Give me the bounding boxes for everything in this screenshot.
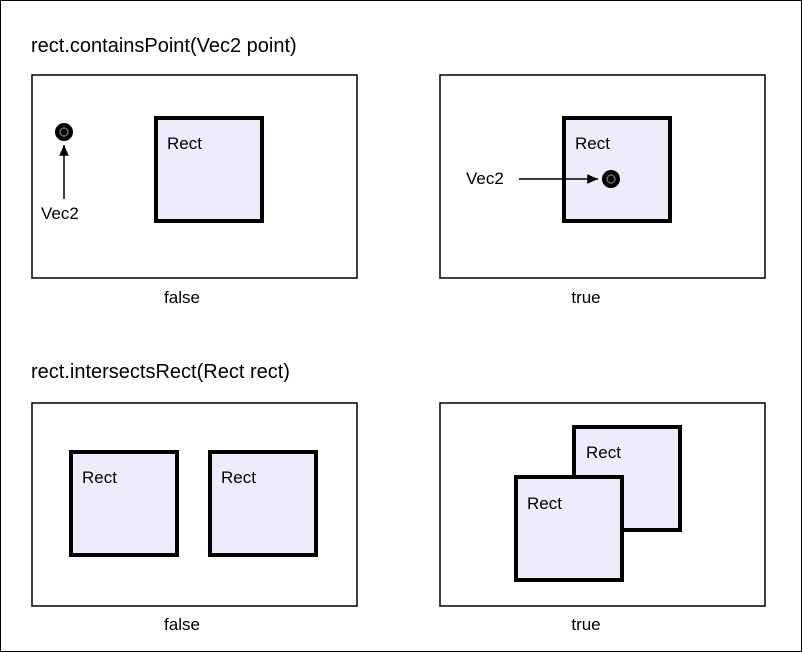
rect-label: Rect <box>221 468 256 487</box>
rect-label: Rect <box>575 134 610 153</box>
rect-label: Rect <box>167 134 202 153</box>
contains-false-panel: Rect Vec2 <box>31 74 358 279</box>
vec2-point <box>602 170 620 188</box>
rect-label: Rect <box>527 494 562 513</box>
rect-shape <box>154 116 264 223</box>
rect-label: Rect <box>586 443 621 462</box>
rect-shape <box>562 116 672 223</box>
intersects-true-caption: true <box>571 615 600 634</box>
intersects-false-panel: Rect Rect <box>31 402 358 607</box>
intersects-false-caption: false <box>164 615 200 634</box>
contains-false-caption: false <box>164 288 200 307</box>
intersects-rect-title: rect.intersectsRect(Rect rect) <box>31 361 290 383</box>
contains-true-caption: true <box>571 288 600 307</box>
vec2-point <box>55 123 73 141</box>
vec2-label: Vec2 <box>41 204 79 223</box>
rect-shape <box>208 450 318 557</box>
rect-shape-front <box>514 475 624 582</box>
contains-point-title: rect.containsPoint(Vec2 point) <box>31 35 297 57</box>
rect-label: Rect <box>82 468 117 487</box>
vec2-label: Vec2 <box>466 169 504 188</box>
rect-shape <box>69 450 179 557</box>
intersects-true-panel: Rect Rect <box>439 402 766 607</box>
contains-true-panel: Rect Vec2 <box>439 74 766 279</box>
